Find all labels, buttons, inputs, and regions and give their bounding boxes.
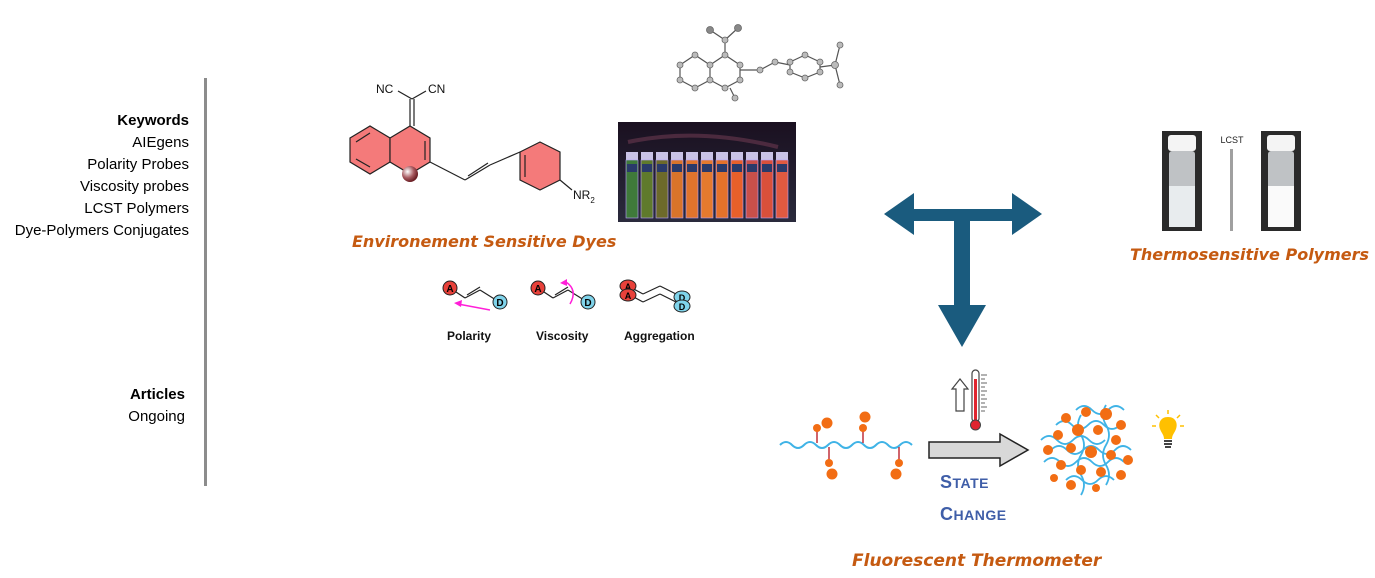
cuvette-label <box>642 164 652 172</box>
light-bulb-icon <box>1152 410 1184 448</box>
nc-label: NC <box>376 82 394 96</box>
keyword-item: LCST Polymers <box>84 200 189 217</box>
cuvette-label <box>657 164 667 172</box>
cuvette <box>745 159 759 219</box>
state-change-label: STATE CHANGE <box>940 472 1007 524</box>
cuvette <box>640 159 654 219</box>
keywords-heading: Keywords <box>117 112 189 129</box>
mechanism-label-viscosity: Viscosity <box>536 329 589 343</box>
svg-text:D: D <box>496 298 503 309</box>
cuvette-cap <box>701 152 713 160</box>
cuvette-cap <box>761 152 773 160</box>
cuvette <box>715 159 729 219</box>
cuvette-label <box>732 164 742 172</box>
cuvette-label <box>777 164 787 172</box>
amine-label: NR2 <box>573 188 595 205</box>
cuvette-label <box>717 164 727 172</box>
cuvette-cap <box>641 152 653 160</box>
svg-text:A: A <box>625 291 632 301</box>
polymers-caption: Thermosensitive Polymers <box>1130 245 1370 264</box>
svg-text:D: D <box>584 298 591 309</box>
cuvette-label <box>702 164 712 172</box>
keywords-section: Keywords AIEgens Polarity Probes Viscosi… <box>0 110 189 242</box>
cuvette <box>775 159 789 219</box>
collapsed-polymer-globule <box>1040 404 1133 496</box>
cuvette <box>730 159 744 219</box>
keyword-item: Polarity Probes <box>87 156 189 173</box>
mechanism-viscosity-icon: A D <box>530 279 596 310</box>
cuvette-label <box>672 164 682 172</box>
mechanism-label-polarity: Polarity <box>447 329 492 343</box>
keyword-item: Viscosity probes <box>80 178 189 195</box>
three-way-arrow-icon <box>884 193 1042 347</box>
cuvette-label <box>762 164 772 172</box>
cuvette-cap <box>776 152 788 160</box>
cuvette-cap <box>671 152 683 160</box>
svg-text:D: D <box>679 302 686 312</box>
vials-photo: LCST <box>1162 131 1301 231</box>
cuvette-label <box>747 164 757 172</box>
keyword-item: Dye-Polymers Conjugates <box>14 222 189 239</box>
cuvettes-photo <box>618 122 796 222</box>
cuvette-cap <box>716 152 728 160</box>
sidebar-divider <box>204 78 207 486</box>
phenyl-ring <box>519 141 561 191</box>
linear-polymer-chain <box>779 411 913 480</box>
cuvette-cap <box>731 152 743 160</box>
keyword-item: AIEgens <box>132 134 189 151</box>
cuvette <box>670 159 684 219</box>
state-change-arrow-icon <box>928 432 1030 468</box>
thermometer-icon <box>950 369 987 431</box>
cuvette-label <box>627 164 637 172</box>
mechanism-label-aggregation: Aggregation <box>624 329 695 343</box>
cuvette <box>655 159 669 219</box>
mechanism-aggregation-icon: A A D D <box>619 279 691 313</box>
cuvette-cap <box>656 152 668 160</box>
cuvette-cap <box>686 152 698 160</box>
cuvette <box>625 159 639 219</box>
dye-structure: NC CN NR2 <box>349 82 595 205</box>
cuvette <box>760 159 774 219</box>
svg-text:A: A <box>534 284 541 295</box>
dyes-caption: Environement Sensitive Dyes <box>352 232 617 251</box>
article-item: Ongoing <box>128 408 185 425</box>
mechanism-polarity-icon: A D <box>442 280 508 311</box>
svg-text:D: D <box>679 293 686 303</box>
crystal-structure <box>676 24 844 102</box>
cuvette-cap <box>626 152 638 160</box>
svg-text:A: A <box>625 282 632 292</box>
cuvette-cap <box>746 152 758 160</box>
lcst-label: LCST <box>1220 135 1244 145</box>
cuvette-label <box>687 164 697 172</box>
articles-heading: Articles <box>129 386 185 403</box>
articles-section: Articles Ongoing <box>0 384 185 428</box>
cuvette <box>685 159 699 219</box>
cn-label: CN <box>428 82 445 96</box>
cuvette <box>700 159 714 219</box>
thermometer-caption: Fluorescent Thermometer <box>852 551 1102 571</box>
heteroatom-ball <box>402 166 418 182</box>
svg-text:A: A <box>446 284 453 295</box>
